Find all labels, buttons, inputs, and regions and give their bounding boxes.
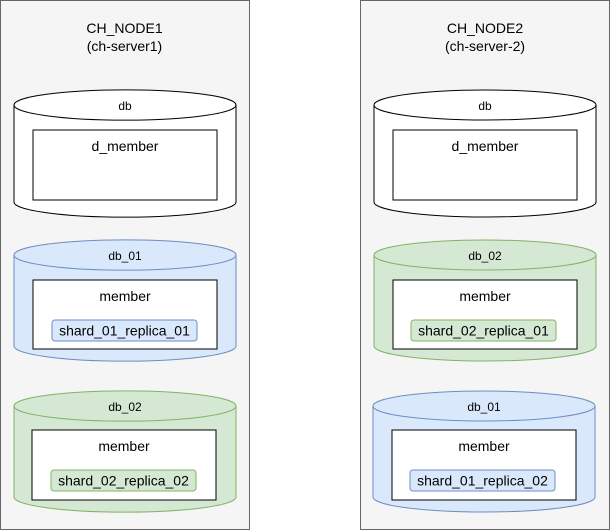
- node-2-title: CH_NODE2: [447, 20, 523, 36]
- shard-label: shard_01_replica_02: [417, 473, 548, 489]
- table-name: d_member: [452, 138, 519, 154]
- database-cylinder: db d_member: [373, 89, 597, 218]
- database-cylinder: db d_member: [13, 89, 237, 218]
- table-name: member: [99, 288, 151, 304]
- database-label: db: [118, 99, 132, 113]
- table-box: [32, 129, 218, 201]
- node-1-host: (ch-server1): [87, 38, 162, 54]
- cylinder-rim: [13, 104, 237, 121]
- table-name: member: [98, 438, 150, 454]
- table-box: [392, 129, 578, 201]
- database-label: db_02: [468, 249, 502, 263]
- database-cylinder: db_01 member shard_01_replica_01: [13, 239, 237, 362]
- node-1-title: CH_NODE1: [86, 20, 162, 36]
- shard-label: shard_02_replica_01: [418, 323, 549, 339]
- shard-badge: [51, 319, 198, 342]
- shard-badge: [410, 319, 557, 342]
- shard-badge: [50, 469, 197, 492]
- shard-badge: [409, 469, 556, 492]
- database-label: db_01: [108, 249, 142, 263]
- database-label: db: [478, 99, 492, 113]
- cylinder-rim: [373, 104, 597, 121]
- cylinder-rim: [372, 405, 596, 422]
- database-cylinder: db_02 member shard_02_replica_01: [373, 239, 597, 362]
- shard-label: shard_02_replica_02: [58, 473, 189, 489]
- cylinder-rim: [13, 254, 237, 271]
- table-name: member: [459, 288, 511, 304]
- shard-label: shard_01_replica_01: [59, 323, 190, 339]
- database-cylinder: db_01 member shard_01_replica_02: [372, 390, 596, 513]
- cylinder-rim: [373, 254, 597, 271]
- table-name: d_member: [92, 138, 159, 154]
- node-1: CH_NODE1 (ch-server1) db d_member db_01 …: [0, 0, 250, 530]
- node-2-host: (ch-server-2): [445, 38, 525, 54]
- cylinder-rim: [13, 405, 237, 422]
- database-cylinder: db_02 member shard_02_replica_02: [13, 390, 237, 513]
- database-label: db_02: [108, 400, 142, 414]
- database-label: db_01: [467, 400, 501, 414]
- node-2: CH_NODE2 (ch-server-2) db d_member db_02…: [360, 0, 610, 530]
- table-name: member: [458, 438, 510, 454]
